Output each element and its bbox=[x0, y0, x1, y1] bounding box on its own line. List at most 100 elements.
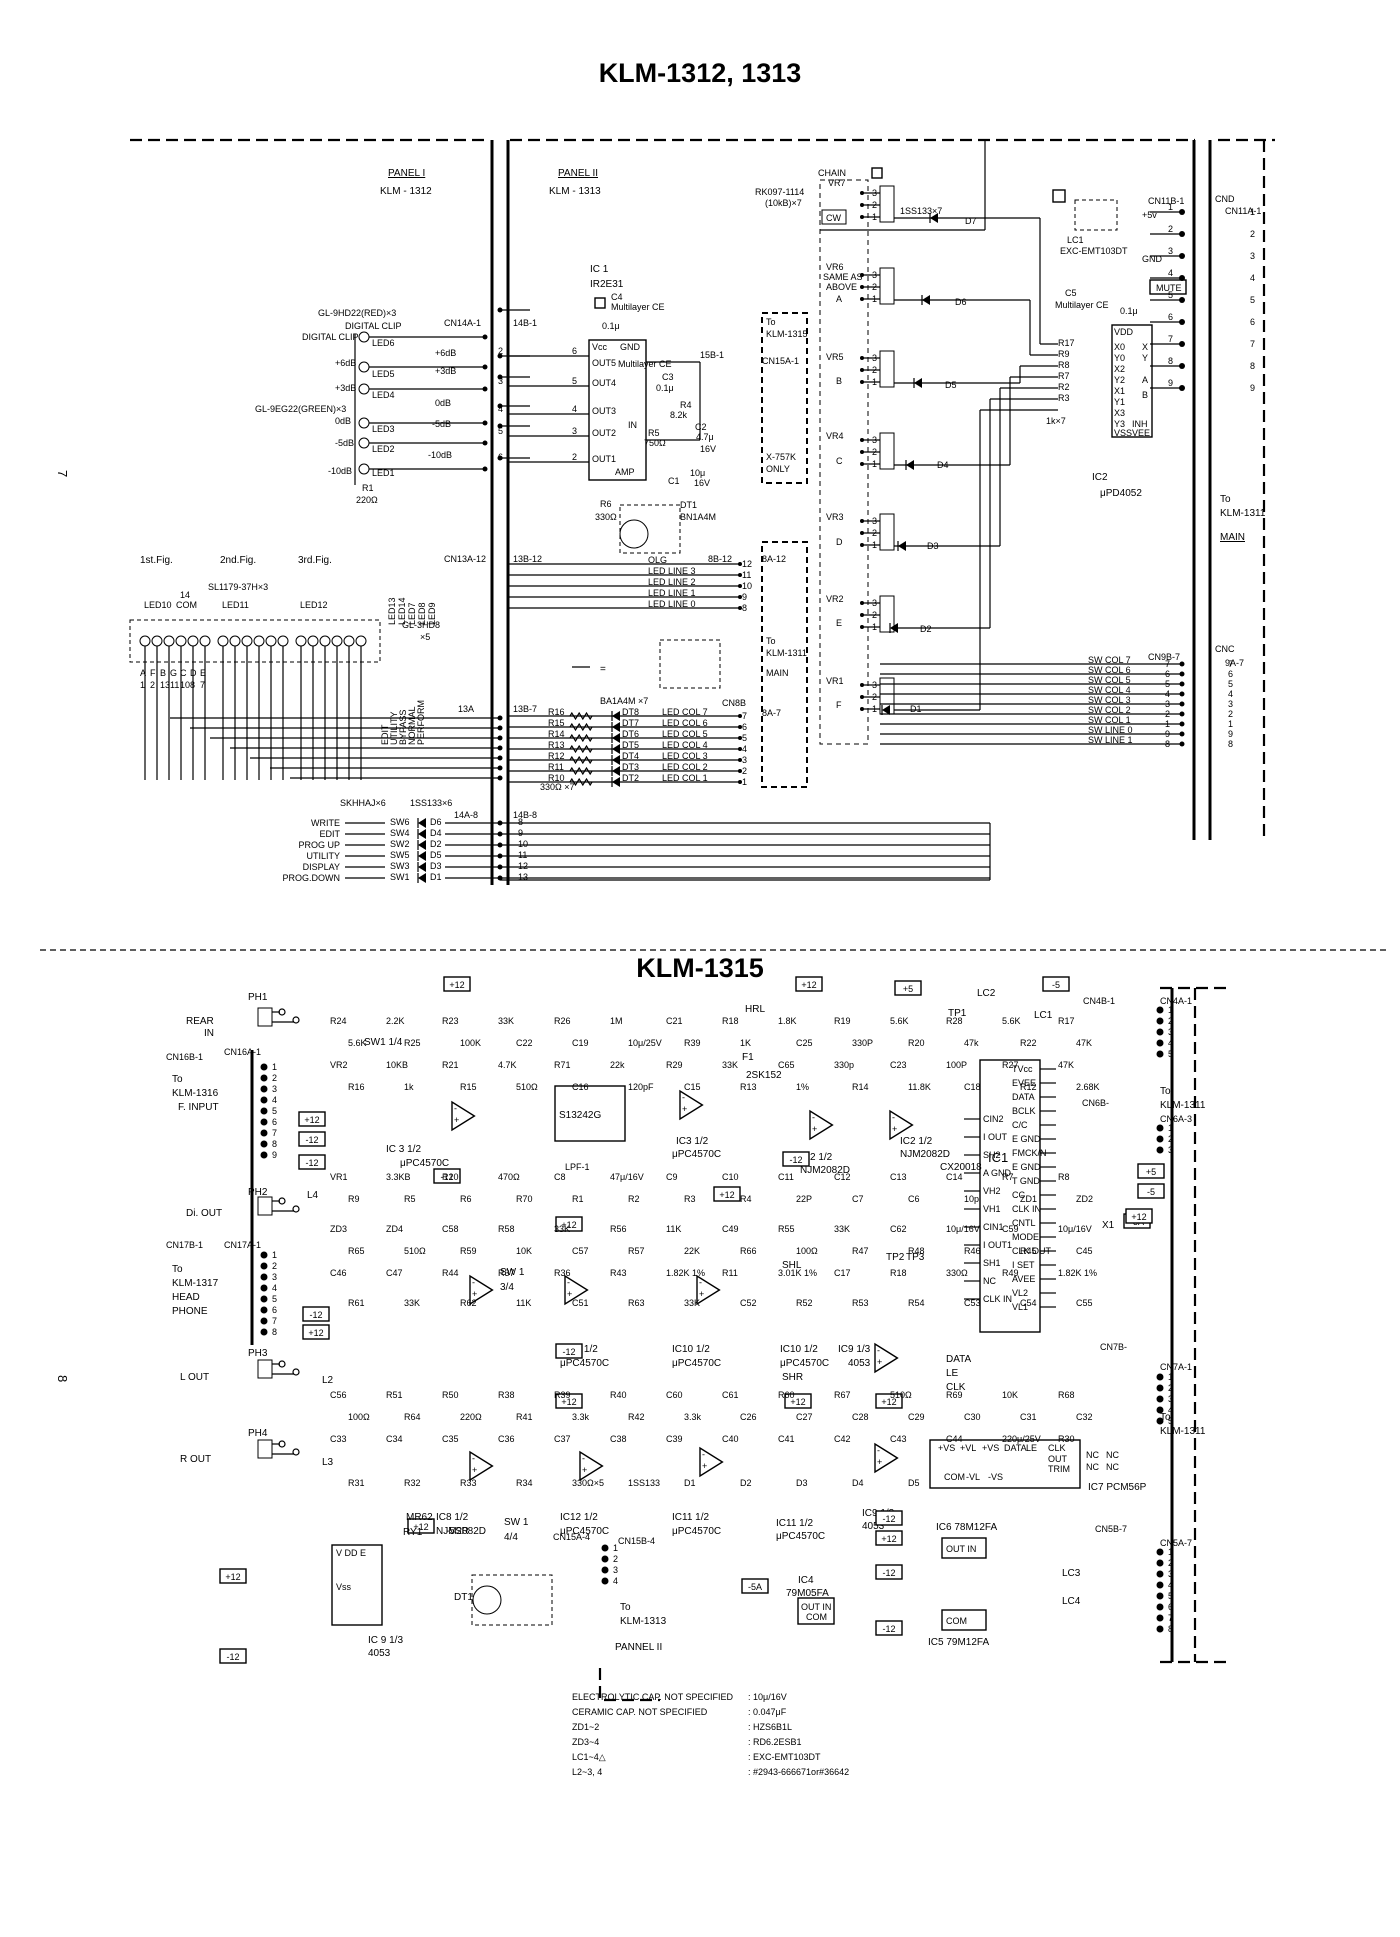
svg-text:KLM-1313: KLM-1313 bbox=[620, 1616, 667, 1627]
opamp-symbol bbox=[469, 1274, 494, 1306]
pin-number: 7 bbox=[1250, 339, 1255, 349]
svg-text:CN14A-1: CN14A-1 bbox=[444, 318, 481, 328]
ic-pin-label: A GND bbox=[983, 1168, 1012, 1178]
part-label: R14 bbox=[852, 1082, 869, 1092]
part-label: R62 bbox=[460, 1298, 477, 1308]
svg-text:CN7B-: CN7B- bbox=[1100, 1342, 1127, 1352]
pin-number: 5 bbox=[1168, 1049, 1173, 1059]
part-label: C19 bbox=[572, 1038, 589, 1048]
junction-dot bbox=[860, 297, 864, 301]
ic-pin-label: I OUT bbox=[983, 1132, 1008, 1142]
ic-pin-label: SH2 bbox=[983, 1150, 1001, 1160]
part-label: C49 bbox=[722, 1224, 739, 1234]
svg-text:330Ω: 330Ω bbox=[595, 512, 617, 522]
segment-led bbox=[163, 635, 175, 647]
ic9-4053: V DD E Vss IC 9 1/3 4053 bbox=[331, 1544, 403, 1659]
segment-led bbox=[151, 635, 163, 647]
junction-dot bbox=[860, 203, 864, 207]
junction-dot bbox=[497, 765, 503, 771]
part-label: C36 bbox=[498, 1434, 515, 1444]
svg-text:IC5 79M12FA: IC5 79M12FA bbox=[928, 1637, 989, 1648]
terminal bbox=[292, 1448, 300, 1456]
svg-text:D6: D6 bbox=[955, 297, 967, 307]
segment-led bbox=[295, 635, 307, 647]
part-label: R17 bbox=[1058, 1016, 1075, 1026]
part-label: R31 bbox=[348, 1478, 365, 1488]
svg-text:8A-7: 8A-7 bbox=[762, 708, 781, 718]
junction-dot bbox=[1156, 1146, 1164, 1154]
led-meter: GL-9HD22(RED)×3 GL-9EG22(GREEN)×3 DIGITA… bbox=[255, 307, 701, 505]
svg-text:VSS: VSS bbox=[1114, 428, 1132, 438]
part-label: C7 bbox=[852, 1194, 864, 1204]
label: - bbox=[699, 1277, 702, 1287]
svg-text:OUT3: OUT3 bbox=[592, 406, 616, 416]
svg-text:CN15A-1: CN15A-1 bbox=[762, 356, 799, 366]
part-label: 470Ω bbox=[498, 1172, 520, 1182]
svg-text:OUT4: OUT4 bbox=[592, 378, 616, 388]
part-label: R42 bbox=[628, 1412, 645, 1422]
part-label: C58 bbox=[442, 1224, 459, 1234]
junction-dot bbox=[497, 735, 503, 741]
junction-dot bbox=[860, 356, 864, 360]
svg-text:IN: IN bbox=[628, 420, 637, 430]
supply-box bbox=[784, 1393, 812, 1409]
signal-label: -5SR bbox=[446, 1526, 469, 1537]
switch-name: SW2 bbox=[390, 839, 410, 849]
part-label: C56 bbox=[330, 1390, 347, 1400]
part-label: C12 bbox=[834, 1172, 851, 1182]
ic-label: IC11 1/2 bbox=[672, 1512, 709, 1523]
svg-text:OUT IN: OUT IN bbox=[801, 1602, 831, 1612]
led-label: LED8 bbox=[417, 602, 427, 625]
segment-pin-letter: E bbox=[200, 668, 206, 678]
ic-pin-label: FMCK/N bbox=[1012, 1148, 1047, 1158]
junction-dot bbox=[738, 595, 742, 599]
junction-dot bbox=[497, 353, 503, 359]
part-label: 510Ω bbox=[404, 1246, 426, 1256]
segment-led bbox=[199, 635, 211, 647]
junction-dot bbox=[1156, 1406, 1164, 1414]
svg-text:Y: Y bbox=[1142, 353, 1148, 363]
pin-number: 1 bbox=[272, 1250, 277, 1260]
svg-text:LED10: LED10 bbox=[144, 600, 172, 610]
part-label: 1% bbox=[796, 1082, 809, 1092]
ic-pin-label: OUT bbox=[1048, 1454, 1068, 1464]
svg-text:KLM-1315: KLM-1315 bbox=[766, 329, 808, 339]
part-label: R26 bbox=[554, 1016, 571, 1026]
supply-label: +5 bbox=[1146, 1167, 1156, 1177]
svg-text:8B-12: 8B-12 bbox=[708, 554, 732, 564]
terminal bbox=[292, 1368, 300, 1376]
part-label: 100P bbox=[946, 1060, 967, 1070]
page-number-top: 7 bbox=[55, 470, 70, 477]
pin-number: 12 bbox=[742, 559, 752, 569]
junction-dot bbox=[497, 853, 503, 859]
svg-text:KLM-1316: KLM-1316 bbox=[172, 1088, 219, 1099]
junction-dot bbox=[1156, 1417, 1164, 1425]
signal-label: F1 bbox=[742, 1052, 754, 1063]
svg-text:C4: C4 bbox=[611, 292, 623, 302]
jacks: PH1 PH2 PH3 PH4 REAR IN Di. OUT L OUT R … bbox=[180, 992, 300, 1465]
part-label: 10K bbox=[516, 1246, 532, 1256]
svg-text:R1: R1 bbox=[362, 483, 374, 493]
supply-box bbox=[1042, 976, 1070, 992]
ic-pin-label: E GND bbox=[1012, 1162, 1041, 1172]
signal-label: HRL bbox=[745, 1004, 765, 1015]
signal-label: 2SK152 bbox=[746, 1070, 782, 1081]
svg-text:LED2: LED2 bbox=[372, 444, 395, 454]
part-label: R47 bbox=[852, 1246, 869, 1256]
led-col-label: LED COL 5 bbox=[662, 729, 708, 739]
junction-dot bbox=[482, 364, 488, 370]
part-label: R63 bbox=[628, 1298, 645, 1308]
segment-pin-number: 10 bbox=[180, 680, 190, 690]
label: + bbox=[682, 1104, 687, 1114]
segment-led bbox=[355, 635, 367, 647]
switch-label: DISPLAY bbox=[303, 862, 340, 872]
junction-dot bbox=[482, 466, 488, 472]
segment-pin-number: 7 bbox=[200, 680, 205, 690]
led-line-label: LED LINE 0 bbox=[648, 599, 696, 609]
part-label: 510Ω bbox=[516, 1082, 538, 1092]
vr-connector bbox=[879, 350, 895, 388]
supply-label: +5 bbox=[903, 984, 913, 994]
part-label: R54 bbox=[908, 1298, 925, 1308]
part-label: R20 bbox=[908, 1038, 925, 1048]
